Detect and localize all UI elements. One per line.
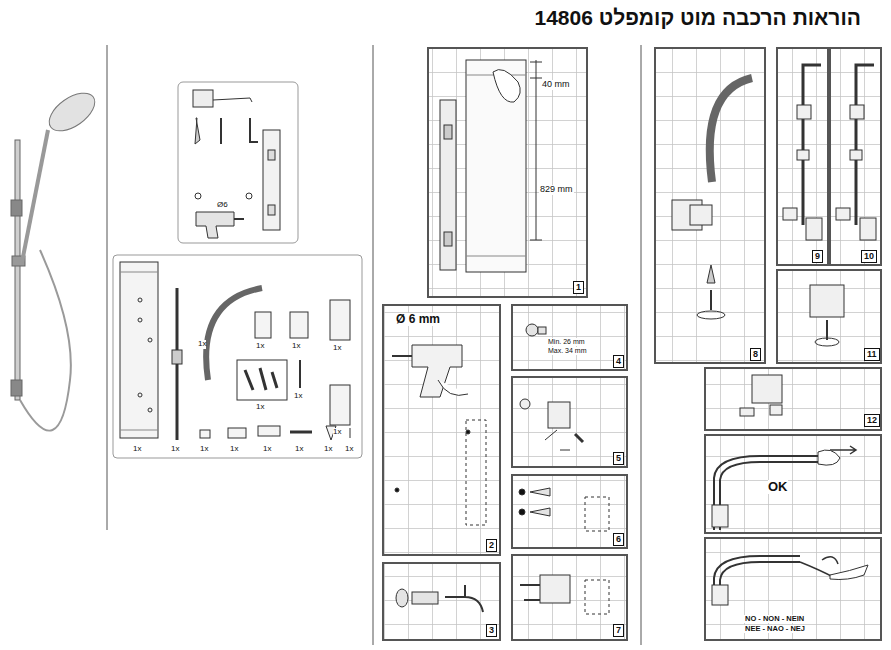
quantity-label: 1x (263, 445, 271, 454)
quantity-label: 1x (292, 342, 300, 351)
callout-number: 2 (486, 539, 497, 552)
callout-number: 11 (864, 348, 880, 361)
quantity-label: 1x (345, 445, 353, 454)
status-note: NEE - NAO - NEJ (744, 625, 806, 633)
quantity-label: 1x (256, 342, 264, 351)
dimension: 40 mm (541, 80, 571, 90)
callout-number: 8 (750, 348, 761, 361)
quantity-label: 1x (333, 428, 341, 437)
status-note: OK (768, 480, 788, 494)
callout-number: 3 (486, 624, 497, 637)
quantity-label: 1x (324, 445, 332, 454)
quantity-label: 1x (333, 344, 341, 353)
callout-number: 9 (812, 250, 823, 263)
quantity-label: 1x (294, 392, 302, 401)
callout-number: 5 (613, 452, 624, 465)
callout-number: 10 (861, 250, 877, 263)
dimension: Max. 34 mm (548, 347, 587, 355)
quantity-label: 1x (230, 445, 238, 454)
callout-number: 1 (573, 281, 584, 294)
dimension: Min. 26 mm (548, 338, 585, 346)
callout-number: 4 (613, 355, 624, 368)
callout-number: 12 (864, 414, 880, 427)
dimension: Ø 6 mm (396, 313, 440, 326)
status-note: NO - NON - NEIN (744, 615, 805, 623)
quantity-label: 1x (133, 445, 141, 454)
page-title: הוראות הרכבה מוט קומפלט 14806 (534, 6, 861, 30)
callout-number: 7 (613, 624, 624, 637)
dimension: Ø6 (217, 201, 228, 210)
quantity-label: 1x (295, 445, 303, 454)
quantity-label: 1x (256, 403, 264, 412)
quantity-label: 1x (198, 340, 206, 349)
quantity-label: 1x (200, 445, 208, 454)
quantity-label: 1x (171, 445, 179, 454)
callout-number: 6 (613, 533, 624, 546)
dimension: 829 mm (539, 185, 574, 195)
